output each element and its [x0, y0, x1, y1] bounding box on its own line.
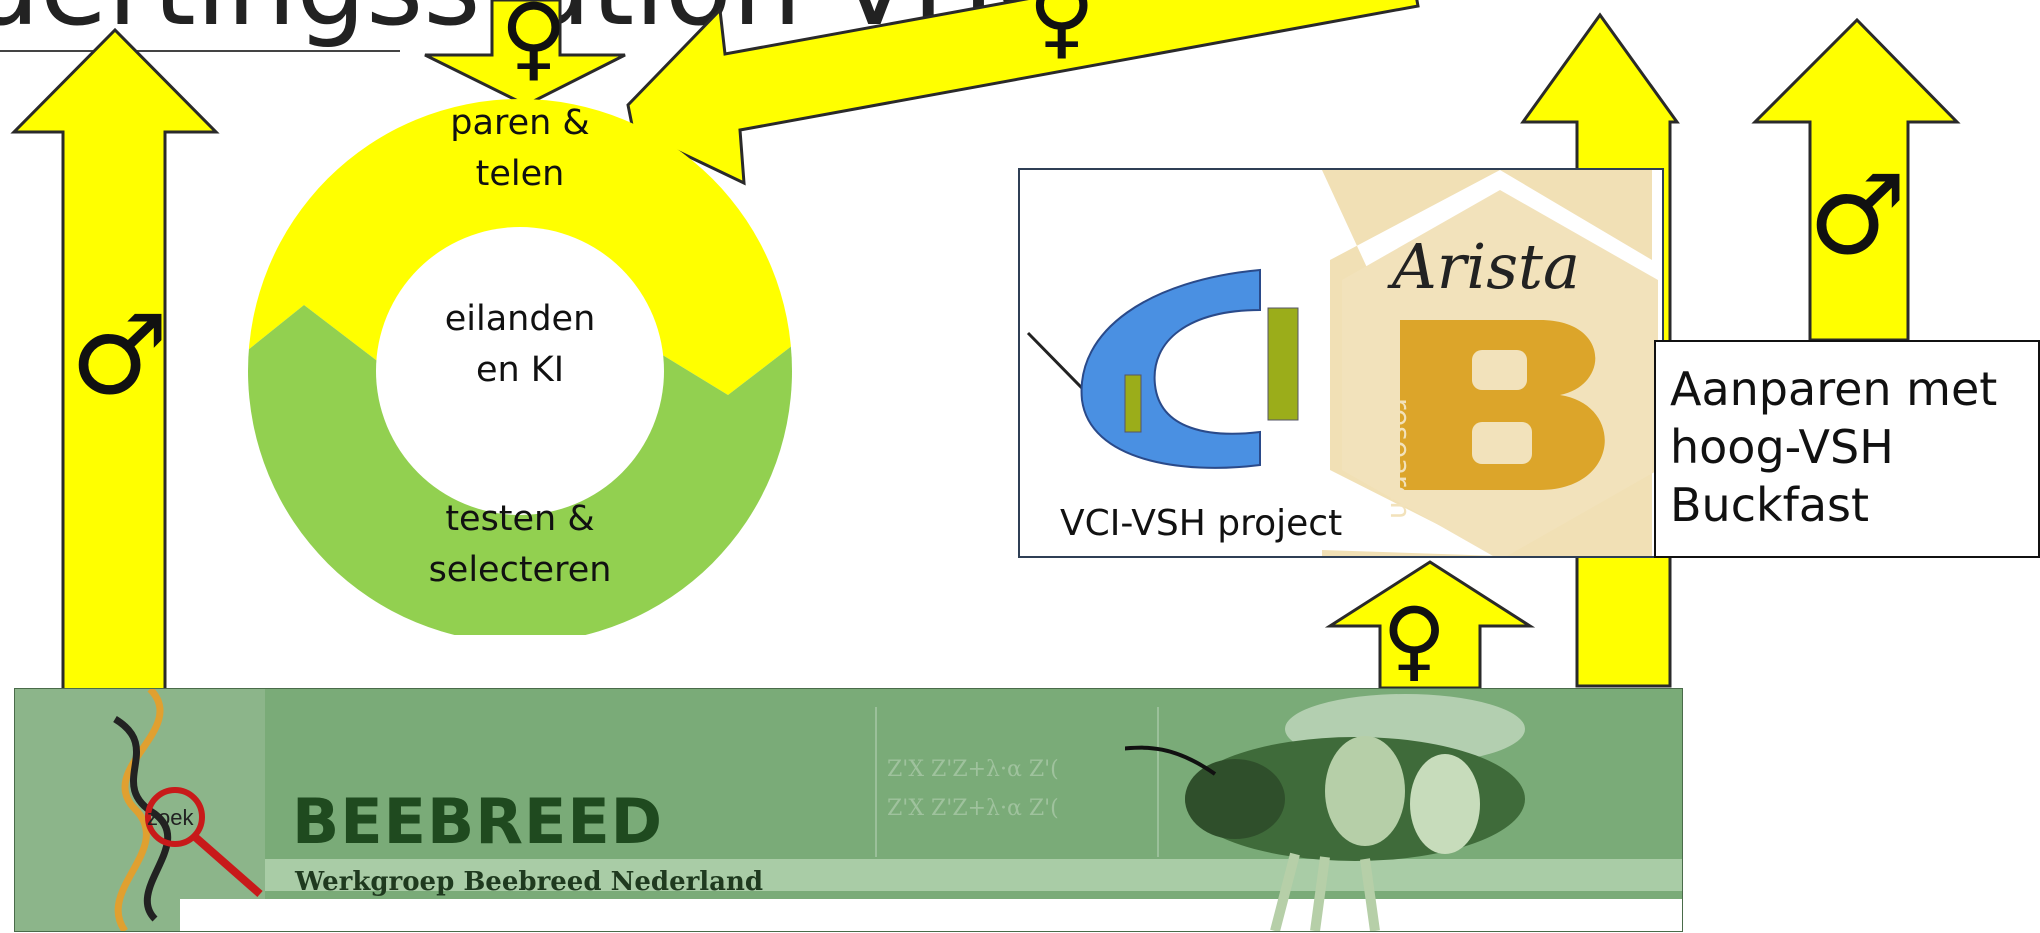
vci-logo — [1026, 170, 1658, 556]
female-up-arrow — [1324, 560, 1536, 690]
bee-image — [1125, 694, 1525, 931]
female-symbol-icon: ♀ — [500, 0, 568, 91]
matrix-watermark: Z'X Z'Z+λ·α Z'( Z'X Z'Z+λ·α Z'( — [875, 707, 1159, 857]
cycle-center-label: eilanden en KI — [444, 299, 596, 390]
vci-vsh-panel: Arista research VCI-VSH project — [1018, 168, 1664, 558]
cycle-top-label: paren & telen — [450, 103, 590, 194]
cycle-bottom-label: testen & selecteren — [428, 499, 612, 590]
female-symbol-icon: ♀ — [1028, 0, 1096, 69]
title-underline — [0, 50, 400, 52]
banner-subtitle-bar — [265, 859, 1682, 891]
beebreed-banner: zoek Z'X Z'Z+λ·α Z'( Z'X Z'Z+λ·α Z'( BEE… — [14, 688, 1683, 932]
dna-search-logo — [113, 689, 263, 931]
arista-research: research — [1384, 398, 1417, 520]
cycle-center — [376, 227, 664, 515]
formula-line: Z'X Z'Z+λ·α Z'( — [887, 796, 1059, 821]
formula-line: Z'X Z'Z+λ·α Z'( — [887, 757, 1059, 782]
male-symbol-icon: ♂ — [1808, 151, 1907, 279]
vci-vsh-caption: VCI-VSH project — [1060, 503, 1343, 544]
breeding-cycle — [248, 99, 792, 635]
left-up-arrow — [10, 27, 220, 692]
right-up-arrow-2 — [1751, 17, 1961, 342]
female-down-arrow — [424, 0, 626, 107]
banner-bottom-strip — [180, 899, 1682, 931]
zoek-label: zoek — [147, 805, 194, 830]
arista-script: Arista — [1392, 230, 1580, 303]
aanparen-textbox: Aanparen met hoog-VSH Buckfast — [1654, 340, 2040, 558]
banner-title: BEEBREED — [292, 785, 664, 858]
female-symbol-icon: ♀ — [1382, 588, 1447, 691]
male-symbol-icon: ♂ — [70, 291, 169, 419]
banner-subtitle: Werkgroep Beebreed Nederland — [295, 867, 764, 897]
